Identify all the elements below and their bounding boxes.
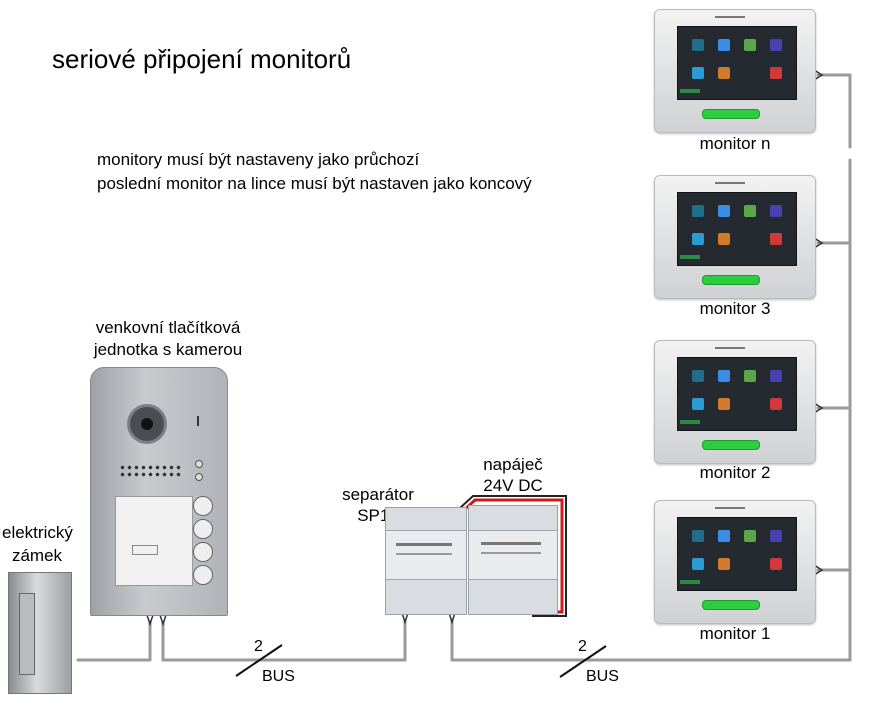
bus-wire-right: [450, 568, 852, 662]
monitor-1-label: monitor 1: [699, 624, 771, 643]
outdoor-unit-label-2: jednotka s kamerou: [93, 340, 243, 359]
call-button-3[interactable]: [193, 542, 213, 562]
monitor-touch-bar: [702, 600, 760, 610]
bus-slash-left: [235, 644, 283, 677]
app-tile-icon: [770, 67, 782, 79]
app-tile-icon: [744, 370, 756, 382]
bus-count-left: 2: [254, 638, 263, 655]
name-plate: [115, 496, 193, 586]
power-label-2: 24V DC: [483, 476, 543, 495]
power-supply-device: [468, 505, 558, 615]
outdoor-unit-label-1: venkovní tlačítková: [95, 318, 241, 337]
note-line-2: poslední monitor na lince musí být nasta…: [97, 174, 532, 193]
monitor-touch-bar: [702, 109, 760, 119]
monitor-chain: [816, 158, 852, 572]
app-tile-icon: [770, 558, 782, 570]
app-tile-icon: [692, 370, 704, 382]
diagram-title: seriové připojení monitorů: [52, 44, 352, 74]
call-button-2[interactable]: [193, 519, 213, 539]
app-tile-icon: [692, 530, 704, 542]
bus-label-left: BUS: [262, 668, 295, 685]
monitor-3-label: monitor 3: [699, 299, 771, 318]
app-tile-icon: [770, 530, 782, 542]
monitor-n-label: monitor n: [699, 134, 771, 153]
app-tile-icon: [718, 530, 730, 542]
bus-count-right: 2: [578, 638, 587, 655]
monitor-2: [654, 340, 816, 464]
camera-icon: [127, 404, 167, 444]
electric-lock-icon: [8, 572, 72, 694]
bus-slash-right: [559, 645, 607, 678]
bus-label-right: BUS: [586, 668, 619, 685]
call-button-1[interactable]: [193, 496, 213, 516]
app-tile-icon: [770, 205, 782, 217]
separator-device: [385, 507, 467, 615]
app-tile-icon: [718, 67, 730, 79]
app-tile-icon: [718, 558, 730, 570]
monitor-chain-top: [816, 73, 852, 149]
app-tile-icon: [692, 67, 704, 79]
separator-label-1: separátor: [342, 485, 414, 504]
bus-wire-left: [76, 620, 152, 662]
app-tile-icon: [744, 205, 756, 217]
monitor-screen: [677, 192, 797, 266]
call-button-4[interactable]: [193, 565, 213, 585]
app-tile-icon: [770, 398, 782, 410]
bus-wire-left-b: [161, 618, 407, 662]
app-tile-icon: [718, 39, 730, 51]
app-tile-icon: [718, 398, 730, 410]
app-tile-icon: [744, 530, 756, 542]
monitor-2-label: monitor 2: [699, 463, 771, 482]
app-tile-icon: [692, 558, 704, 570]
outdoor-unit-panel: [90, 367, 228, 616]
monitor-touch-bar: [702, 440, 760, 450]
monitor-n: [654, 9, 816, 133]
app-tile-icon: [718, 205, 730, 217]
lock-label-2: zámek: [11, 546, 63, 565]
monitor-screen: [677, 26, 797, 100]
monitor-touch-bar: [702, 275, 760, 285]
monitor-1: [654, 500, 816, 624]
app-tile-icon: [770, 233, 782, 245]
app-tile-icon: [718, 233, 730, 245]
app-tile-icon: [770, 39, 782, 51]
app-tile-icon: [692, 39, 704, 51]
lock-label-1: elektrický: [2, 523, 73, 542]
note-line-1: monitory musí být nastaveny jako průchoz…: [97, 150, 420, 169]
power-label-1: napáječ: [483, 455, 543, 474]
app-tile-icon: [770, 370, 782, 382]
monitor-screen: [677, 357, 797, 431]
app-tile-icon: [692, 398, 704, 410]
power-wire-black: [459, 495, 567, 617]
app-tile-icon: [692, 205, 704, 217]
monitor-screen: [677, 517, 797, 591]
app-tile-icon: [718, 370, 730, 382]
monitor-3: [654, 175, 816, 299]
speaker-grille: [119, 464, 181, 478]
app-tile-icon: [744, 39, 756, 51]
app-tile-icon: [692, 233, 704, 245]
